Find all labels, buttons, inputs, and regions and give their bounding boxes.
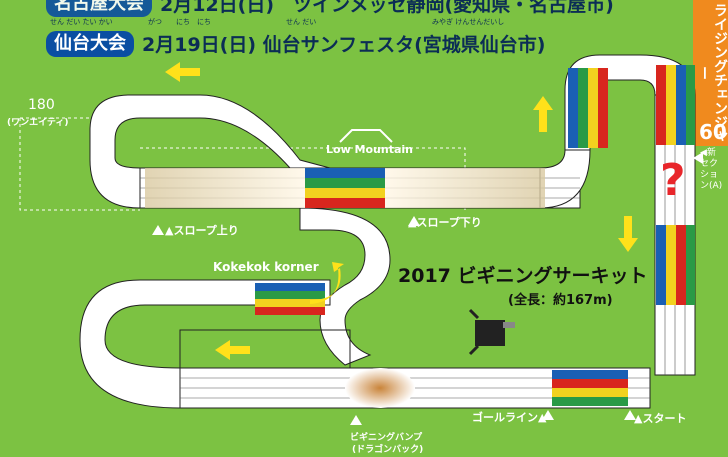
arrow-left-icon <box>215 340 250 360</box>
question-mark: ? <box>660 155 686 206</box>
side-banner: ライジングチェンジャー <box>693 0 728 146</box>
marker-icon <box>693 152 703 164</box>
slope-down-label: ▲スロープ下り <box>408 216 482 229</box>
bump-shade <box>345 368 415 408</box>
hill-icon <box>339 129 393 143</box>
lane-change-right-bottom <box>656 225 695 305</box>
marker-icon <box>350 415 362 425</box>
lane-change-right-top <box>568 65 695 148</box>
ruby-sendai: せん だい たい かい <box>50 18 113 26</box>
lane-change-start <box>552 370 628 406</box>
track-lower-left-loop <box>79 279 331 409</box>
ruby-sendai-place: せん だい <box>286 18 317 26</box>
slope-down <box>385 168 545 208</box>
width-guide-left <box>19 118 140 211</box>
event-text: 2月19日(日) 仙台サンフェスタ(宮城県仙台市) <box>142 34 546 56</box>
slope-up <box>145 168 305 208</box>
marker-icon <box>624 410 636 420</box>
arrow-up-icon <box>533 96 553 132</box>
event-line-nagoya: 名古屋大会 2月12日(日) ツインメッセ静岡(愛知県・名古屋市) <box>46 0 614 17</box>
width-reading: (ワンエイティ) <box>7 118 69 128</box>
course-length: (全長：約167m) <box>508 293 613 308</box>
track-lower-middle <box>179 329 351 369</box>
direction-arrows <box>165 62 638 360</box>
bump-label-line2: (ドラゴンバック) <box>352 445 424 455</box>
lane-change-lower <box>255 283 325 315</box>
event-badge: 仙台大会 <box>46 30 134 57</box>
ruby-prefecture: みやぎ けんせんだいし <box>432 18 505 26</box>
side-banner-number: 60 <box>699 120 727 144</box>
kokekok-label: Kokekok korner <box>213 260 319 274</box>
marker-icon <box>152 225 164 235</box>
side-note: ◀新セクション(A) <box>700 148 723 191</box>
course-title: 2017 ビギニングサーキット <box>398 265 648 287</box>
track-middle-right-curve <box>539 149 591 209</box>
arrow-down-icon <box>618 216 638 252</box>
marker-icon <box>408 216 420 226</box>
ruby-date: がつ にち にち <box>148 18 211 26</box>
event-badge: 名古屋大会 <box>46 0 152 17</box>
width-number: 180 <box>28 97 55 113</box>
low-mountain-label: Low Mountain <box>326 143 414 156</box>
marker-icon <box>542 410 554 420</box>
track-upper-left-loop <box>89 94 331 209</box>
event-text: 2月12日(日) ツインメッセ静岡(愛知県・名古屋市) <box>160 0 614 16</box>
track-kokekok-curve <box>299 207 391 366</box>
start-label: ▲スタート <box>634 412 687 425</box>
bump-label-line1: ビギニングバンプ <box>350 433 423 443</box>
timing-device-icon <box>468 308 515 356</box>
slope-up-label: ▲スロープ上り <box>165 224 239 237</box>
goal-line-label: ゴールライン▲ <box>472 411 547 424</box>
lane-change-middle <box>305 168 385 208</box>
curve-arrow-icon <box>310 262 344 304</box>
event-line-sendai: 仙台大会 2月19日(日) 仙台サンフェスタ(宮城県仙台市) <box>46 30 545 57</box>
arrow-left-icon <box>165 62 200 82</box>
